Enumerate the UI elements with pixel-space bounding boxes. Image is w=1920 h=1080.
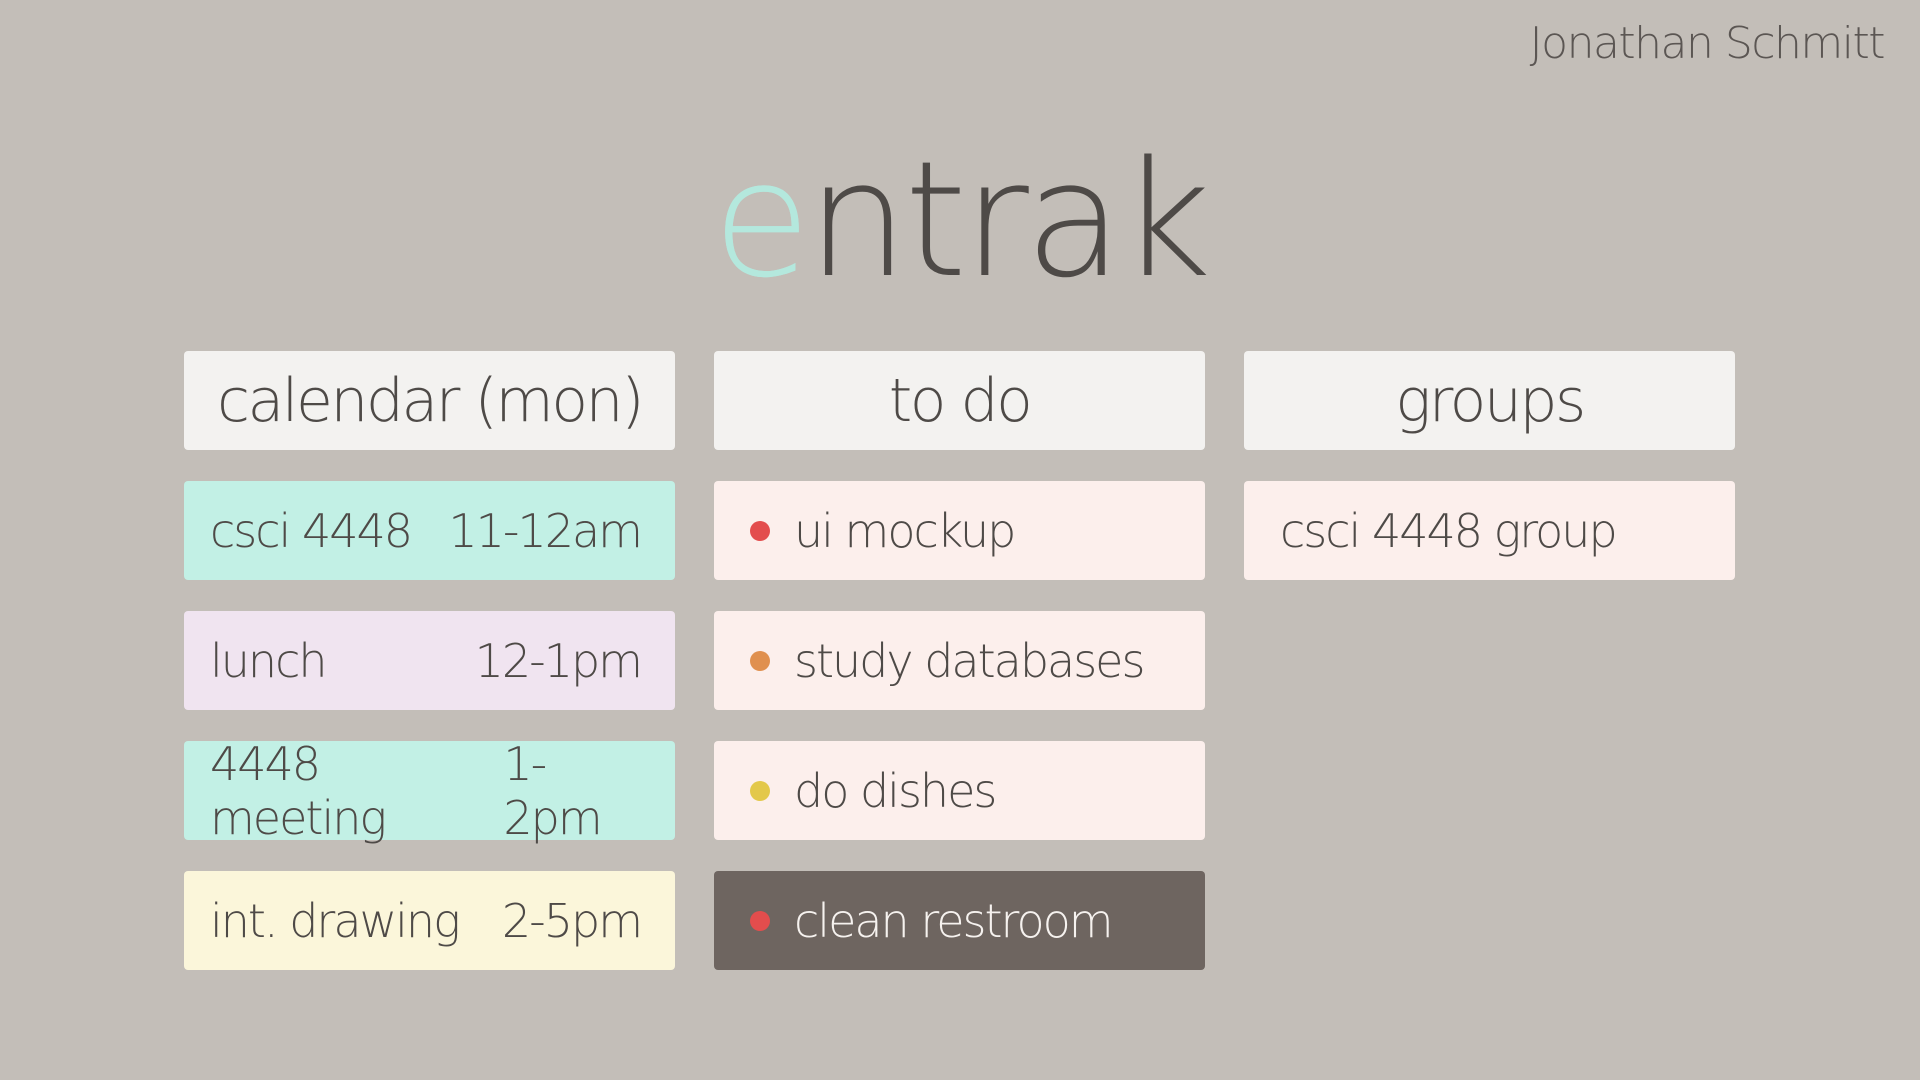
event-time: 12-1pm <box>474 633 643 688</box>
priority-dot-icon <box>750 910 770 931</box>
group-item-label: csci 4448 group <box>1280 503 1618 558</box>
todo-column: to do ui mockup study databases do dishe… <box>714 351 1205 1001</box>
event-time: 1-2pm <box>503 736 602 845</box>
user-name[interactable]: Jonathan Schmitt <box>1529 18 1886 69</box>
calendar-event[interactable]: 4448 meeting 1-2pm <box>184 737 675 845</box>
todo-header[interactable]: to do <box>714 351 1205 450</box>
todo-item-label: ui mockup <box>794 503 1016 558</box>
event-title: csci 4448 <box>210 503 413 558</box>
todo-item[interactable]: clean restroom <box>714 871 1205 970</box>
logo-accent-letter: e <box>712 126 810 313</box>
calendar-header-label: calendar (mon) <box>217 365 644 436</box>
todo-item[interactable]: study databases <box>714 611 1205 710</box>
calendar-event[interactable]: lunch 12-1pm <box>184 611 675 710</box>
todo-item-label: do dishes <box>794 763 997 818</box>
groups-header[interactable]: groups <box>1244 351 1735 450</box>
calendar-event[interactable]: csci 4448 11-12am <box>184 481 675 580</box>
groups-column: groups csci 4448 group <box>1244 351 1735 611</box>
priority-dot-icon <box>750 520 770 541</box>
todo-item-label: clean restroom <box>794 893 1114 948</box>
todo-item[interactable]: do dishes <box>714 741 1205 840</box>
event-time: 2-5pm <box>501 893 643 948</box>
todo-item-label: study databases <box>794 633 1145 688</box>
event-title: 4448 meeting <box>210 736 387 845</box>
event-title: lunch <box>210 633 328 688</box>
event-time: 11-12am <box>448 503 643 558</box>
groups-header-label: groups <box>1395 365 1586 436</box>
group-item[interactable]: csci 4448 group <box>1244 481 1735 580</box>
event-title: int. drawing <box>210 893 461 948</box>
app-logo: entrak <box>0 140 1920 300</box>
calendar-header[interactable]: calendar (mon) <box>184 351 675 450</box>
calendar-event[interactable]: int. drawing 2-5pm <box>184 871 675 970</box>
logo-text: ntrak <box>806 126 1212 313</box>
priority-dot-icon <box>750 650 770 671</box>
todo-header-label: to do <box>888 365 1033 436</box>
calendar-column: calendar (mon) csci 4448 11-12am lunch 1… <box>184 351 675 1001</box>
priority-dot-icon <box>750 780 770 801</box>
todo-item[interactable]: ui mockup <box>714 481 1205 580</box>
